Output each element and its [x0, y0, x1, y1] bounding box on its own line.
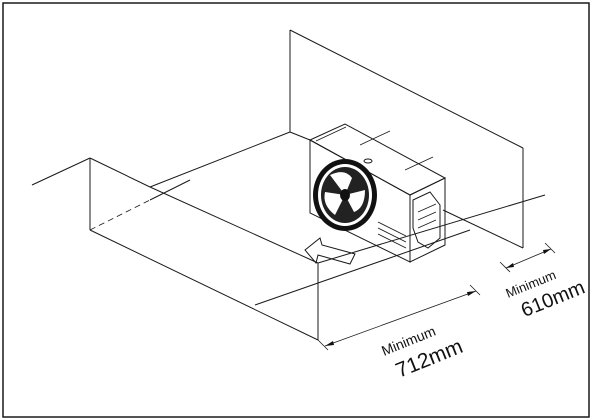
dimension-side — [499, 242, 556, 273]
dimension-front — [317, 284, 481, 351]
outdoor-ac-unit — [308, 123, 447, 263]
service-cover — [412, 191, 441, 249]
front-wall-block — [89, 158, 319, 341]
airflow-arrow-icon — [304, 237, 356, 265]
fan-grille-icon — [313, 159, 377, 231]
back-wall — [289, 29, 524, 249]
